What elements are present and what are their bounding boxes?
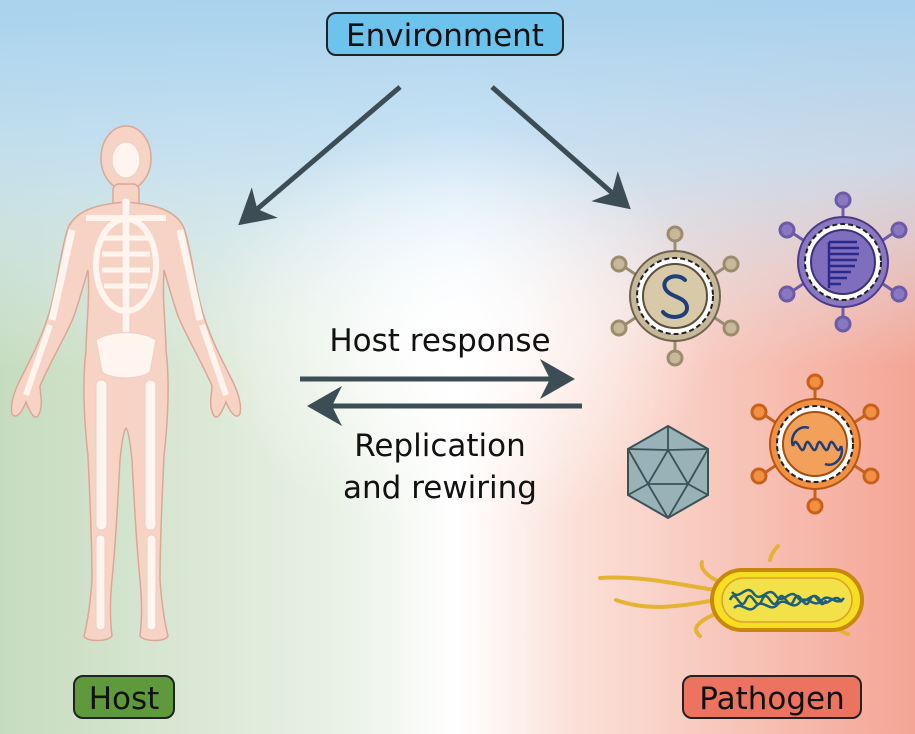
human-body-icon (10, 125, 242, 642)
host-node: Host (73, 675, 175, 719)
host-response-label: Host response (329, 323, 551, 359)
arrow-environment-to-host (238, 85, 402, 226)
pathogen-node: Pathogen (682, 675, 862, 719)
coronavirus-icon (610, 225, 740, 367)
icosahedral-virus-icon (627, 424, 709, 520)
replication-label-line2: and rewiring (343, 470, 537, 506)
bacterium-icon (598, 544, 864, 638)
helical-virus-icon (750, 373, 880, 515)
replication-label-line1: Replication (354, 428, 526, 464)
environment-node: Environment (326, 12, 564, 56)
arrow-environment-to-pathogen (490, 85, 631, 210)
enveloped-virus-icon (778, 191, 908, 333)
